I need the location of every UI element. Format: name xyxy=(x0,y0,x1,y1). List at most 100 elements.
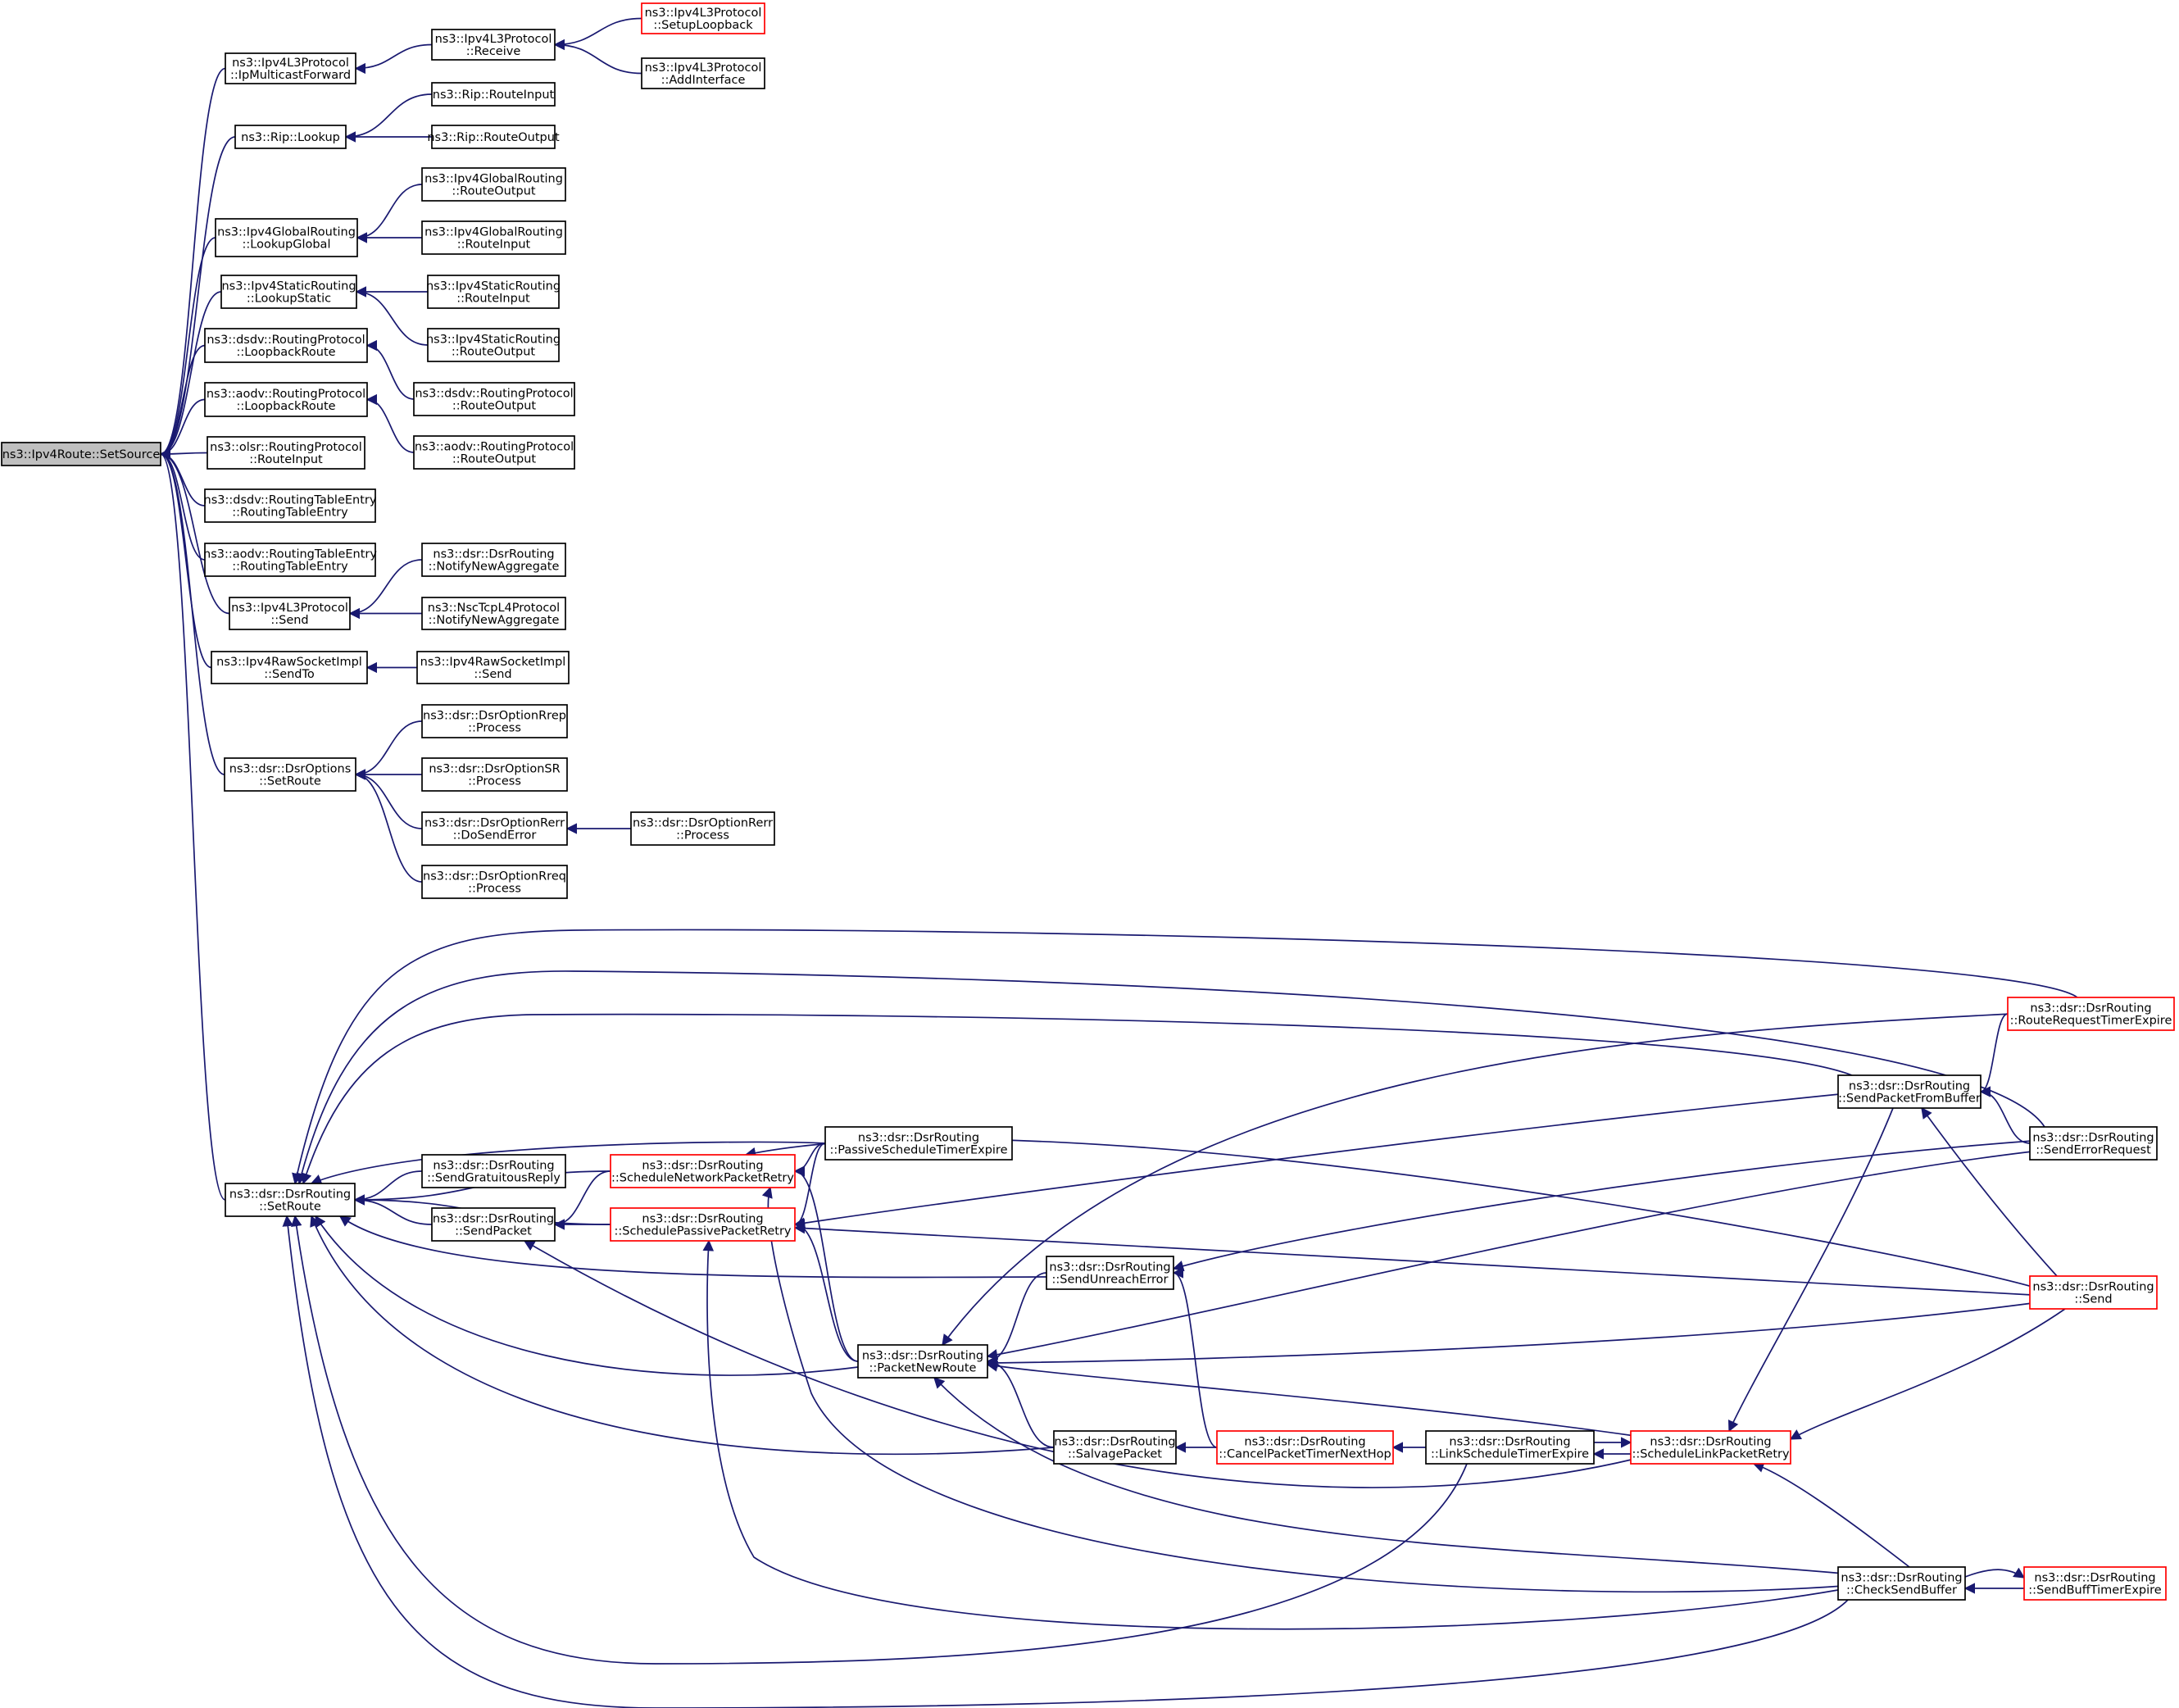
node-nscnotify[interactable]: ns3::NscTcpL4Protocol::NotifyNewAggregat… xyxy=(421,597,566,630)
edge-l3send-to-root xyxy=(159,448,230,615)
edge-dsrsend-to-schedpass xyxy=(793,1222,2033,1296)
node-gout[interactable]: ns3::Ipv4GlobalRouting::RouteOutput xyxy=(421,167,566,202)
node-label: ns3::Rip::RouteInput xyxy=(433,89,555,102)
node-box xyxy=(431,29,556,61)
node-label: ::Receive xyxy=(466,45,521,58)
node-dsrsend[interactable]: ns3::dsr::DsrRouting::Send xyxy=(2029,1275,2158,1310)
node-checkbuf[interactable]: ns3::dsr::DsrRouting::CheckSendBuffer xyxy=(1837,1566,1966,1601)
node-dsdvlb[interactable]: ns3::dsdv::RoutingProtocol::LoopbackRout… xyxy=(204,328,368,363)
node-label: ns3::dsr::DsrRouting xyxy=(642,1160,763,1173)
node-box xyxy=(204,488,376,523)
edge-checkbuf-to-buftimer xyxy=(1964,1567,2026,1579)
node-label: ns3::dsr::DsrRouting xyxy=(1449,1436,1570,1449)
edge-pnr-to-schednet xyxy=(793,1165,859,1362)
node-label: ::Process xyxy=(468,722,521,735)
node-ripin[interactable]: ns3::Rip::RouteInput xyxy=(431,82,556,107)
node-box xyxy=(1837,1566,1966,1601)
edge-rrte-to-spfb xyxy=(1979,1013,2009,1097)
node-label: ns3::Ipv4GlobalRouting xyxy=(424,226,563,239)
node-label: ns3::NscTcpL4Protocol xyxy=(428,602,560,615)
node-root[interactable]: ns3::Ipv4Route::SetSource xyxy=(1,442,161,466)
edge-dsrnotify-to-l3send xyxy=(348,559,423,620)
node-dsdvout[interactable]: ns3::dsdv::RoutingProtocol::RouteOutput xyxy=(413,382,575,416)
node-rrep[interactable]: ns3::dsr::DsrOptionRrep::Process xyxy=(421,704,568,738)
node-dsrsetroute[interactable]: ns3::dsr::DsrRouting::SetRoute xyxy=(225,1183,356,1217)
edge-dsdvrte-to-root xyxy=(159,448,206,506)
node-label: ::SendUnreachError xyxy=(1051,1274,1168,1287)
node-ripout[interactable]: ns3::Rip::RouteOutput xyxy=(427,125,560,149)
node-dsrnotify[interactable]: ns3::dsr::DsrRouting::NotifyNewAggregate xyxy=(421,543,566,577)
node-rawsend[interactable]: ns3::Ipv4RawSocketImpl::Send xyxy=(416,651,570,684)
edge-salvage-to-dsrsetroute xyxy=(310,1215,1055,1456)
node-label: ::RoutingTableEntry xyxy=(232,506,348,520)
node-dsdvrte[interactable]: ns3::dsdv::RoutingTableEntry::RoutingTab… xyxy=(204,488,377,523)
node-optsetroute[interactable]: ns3::dsr::DsrOptions::SetRoute xyxy=(224,757,356,792)
node-rreq[interactable]: ns3::dsr::DsrOptionRreq::Process xyxy=(421,865,568,899)
node-box xyxy=(641,57,765,89)
node-box xyxy=(1046,1256,1174,1290)
node-rawsendto[interactable]: ns3::Ipv4RawSocketImpl::SendTo xyxy=(211,651,368,684)
edge-rrep-to-optsetroute xyxy=(354,720,423,780)
node-recv[interactable]: ns3::Ipv4L3Protocol::Receive xyxy=(431,29,556,61)
node-linktimer[interactable]: ns3::dsr::DsrRouting::LinkScheduleTimerE… xyxy=(1425,1430,1595,1465)
node-olsrin[interactable]: ns3::olsr::RoutingProtocol::RouteInput xyxy=(207,436,365,470)
node-box xyxy=(1216,1430,1394,1465)
node-rerrdo[interactable]: ns3::dsr::DsrOptionRerr::DoSendError xyxy=(421,811,568,846)
edge-sendpacket-to-dsrsetroute xyxy=(353,1194,433,1225)
edge-dsrsend-to-schedlink xyxy=(1789,1308,2066,1440)
node-label: ::SendGratuitousReply xyxy=(427,1172,561,1185)
node-ipmf[interactable]: ns3::Ipv4L3Protocol::IpMulticastForward xyxy=(225,52,356,84)
node-box xyxy=(1425,1430,1595,1465)
node-label: ns3::Ipv4StaticRouting xyxy=(221,280,356,293)
edge-spfb-to-schedlink xyxy=(1727,1107,1894,1433)
node-slook[interactable]: ns3::Ipv4StaticRouting::LookupStatic xyxy=(220,275,357,309)
node-box xyxy=(641,2,765,34)
node-box xyxy=(204,382,368,417)
node-schedpass[interactable]: ns3::dsr::DsrRouting::SchedulePassivePac… xyxy=(610,1207,796,1242)
node-label: ::RouteRequestTimerExpire xyxy=(2010,1015,2172,1028)
node-buftimer[interactable]: ns3::dsr::DsrRouting::SendBuffTimerExpir… xyxy=(2023,1566,2167,1601)
node-schednet[interactable]: ns3::dsr::DsrRouting::ScheduleNetworkPac… xyxy=(610,1154,796,1188)
node-spfb[interactable]: ns3::dsr::DsrRouting::SendPacketFromBuff… xyxy=(1837,1074,1982,1109)
node-senderr[interactable]: ns3::dsr::DsrRouting::SendErrorRequest xyxy=(2029,1126,2158,1161)
edge-cancel-to-unreach xyxy=(1172,1267,1218,1448)
node-l3send[interactable]: ns3::Ipv4L3Protocol::Send xyxy=(229,597,351,630)
node-aodvout[interactable]: ns3::aodv::RoutingProtocol::RouteOutput xyxy=(413,435,575,470)
node-rerrproc[interactable]: ns3::dsr::DsrOptionRerr::Process xyxy=(630,811,775,846)
edge-unreach-to-dsrsetroute xyxy=(338,1215,1047,1279)
node-riplookup[interactable]: ns3::Rip::Lookup xyxy=(234,125,347,149)
edge-dsrsend-to-spfb xyxy=(1921,1106,2058,1277)
node-sendpacket[interactable]: ns3::dsr::DsrRouting::SendPacket xyxy=(431,1207,556,1242)
node-grat[interactable]: ns3::dsr::DsrRouting::SendGratuitousRepl… xyxy=(421,1154,566,1188)
node-cancel[interactable]: ns3::dsr::DsrRouting::CancelPacketTimerN… xyxy=(1216,1430,1394,1465)
node-setuploop[interactable]: ns3::Ipv4L3Protocol::SetupLoopback xyxy=(641,2,765,34)
edge-aodvout-to-aodvlb xyxy=(365,393,415,453)
node-unreach[interactable]: ns3::dsr::DsrRouting::SendUnreachError xyxy=(1046,1256,1174,1290)
node-rrte[interactable]: ns3::dsr::DsrRouting::RouteRequestTimerE… xyxy=(2007,997,2175,1031)
edge-dsdvlb-to-root xyxy=(159,344,206,460)
node-srp[interactable]: ns3::dsr::DsrOptionSR::Process xyxy=(421,757,568,792)
edge-layer xyxy=(159,17,2078,1708)
node-sout[interactable]: ns3::Ipv4StaticRouting::RouteOutput xyxy=(426,328,561,362)
node-aodvlb[interactable]: ns3::aodv::RoutingProtocol::LoopbackRout… xyxy=(204,382,368,417)
node-label: ns3::dsr::DsrRouting xyxy=(1049,1261,1170,1274)
node-aodvrte[interactable]: ns3::aodv::RoutingTableEntry::RoutingTab… xyxy=(203,543,377,577)
node-glook[interactable]: ns3::Ipv4GlobalRouting::LookupGlobal xyxy=(215,218,358,257)
node-salvage[interactable]: ns3::dsr::DsrRouting::SalvagePacket xyxy=(1053,1430,1177,1465)
node-schedlink[interactable]: ns3::dsr::DsrRouting::ScheduleLinkPacket… xyxy=(1630,1430,1791,1465)
node-addif[interactable]: ns3::Ipv4L3Protocol::AddInterface xyxy=(641,57,765,89)
node-label: ::CheckSendBuffer xyxy=(1846,1584,1957,1597)
node-gin[interactable]: ns3::Ipv4GlobalRouting::RouteInput xyxy=(421,220,566,255)
node-passtimer[interactable]: ns3::dsr::DsrRouting::PassiveScheduleTim… xyxy=(824,1126,1013,1161)
edge-olsrin-to-root xyxy=(159,448,208,460)
node-label: ns3::dsr::DsrRouting xyxy=(642,1213,763,1226)
node-label: ns3::aodv::RoutingProtocol xyxy=(207,388,365,401)
node-box xyxy=(229,597,351,630)
node-sin[interactable]: ns3::Ipv4StaticRouting::RouteInput xyxy=(426,275,561,309)
node-label: ::DoSendError xyxy=(453,829,537,843)
node-pnr[interactable]: ns3::dsr::DsrRouting::PacketNewRoute xyxy=(857,1344,988,1379)
edge-rreq-to-optsetroute xyxy=(354,769,423,883)
edge-slook-to-root xyxy=(159,291,222,460)
node-box xyxy=(207,436,365,470)
edge-senderr-to-spfb xyxy=(1979,1086,2031,1144)
